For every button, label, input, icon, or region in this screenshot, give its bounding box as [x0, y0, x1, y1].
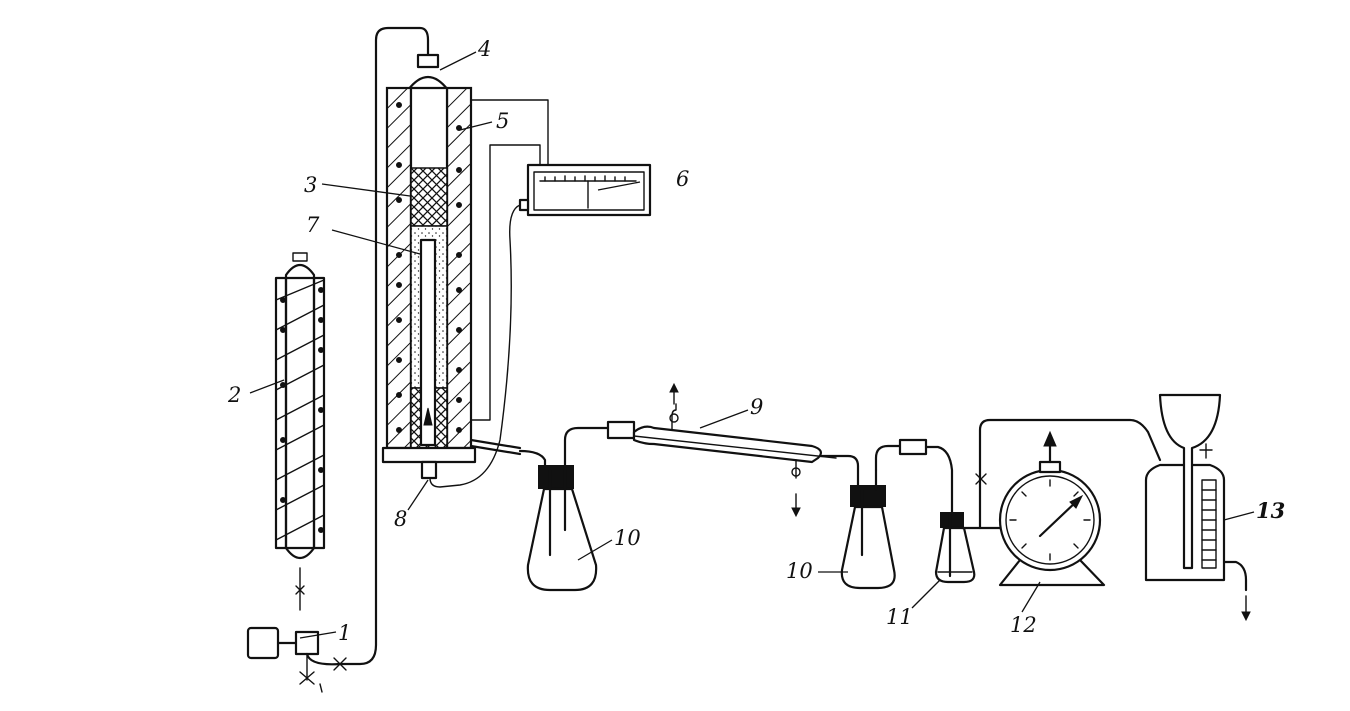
temperature-indicator	[429, 99, 652, 488]
label-3: 3	[304, 173, 317, 197]
label-7: 7	[306, 213, 320, 237]
label-10a: 10	[614, 526, 641, 550]
heating-coil	[275, 279, 325, 541]
trap-flask-1	[518, 426, 614, 592]
pump-assembly	[246, 26, 430, 693]
label-6: 6	[676, 167, 689, 191]
label-10b: 10	[786, 559, 813, 583]
label-11: 11	[886, 605, 913, 629]
gas-holder	[1144, 393, 1251, 622]
absorber-flask	[934, 418, 1162, 584]
label-8: 8	[394, 507, 407, 531]
gas-meter	[998, 430, 1106, 587]
feed-reservoir	[274, 252, 326, 611]
label-13: 13	[1256, 498, 1285, 523]
furnace-heater-dots	[396, 102, 462, 433]
label-2: 2	[227, 383, 241, 407]
trap-flask-2	[840, 438, 954, 590]
label-4: 4	[477, 37, 491, 61]
condenser	[606, 382, 860, 518]
label-5: 5	[496, 109, 509, 133]
reactor-furnace	[381, 53, 522, 480]
label-1: 1	[338, 621, 351, 645]
label-9: 9	[750, 395, 763, 419]
label-12: 12	[1010, 613, 1037, 637]
leader-lines	[249, 51, 1255, 639]
